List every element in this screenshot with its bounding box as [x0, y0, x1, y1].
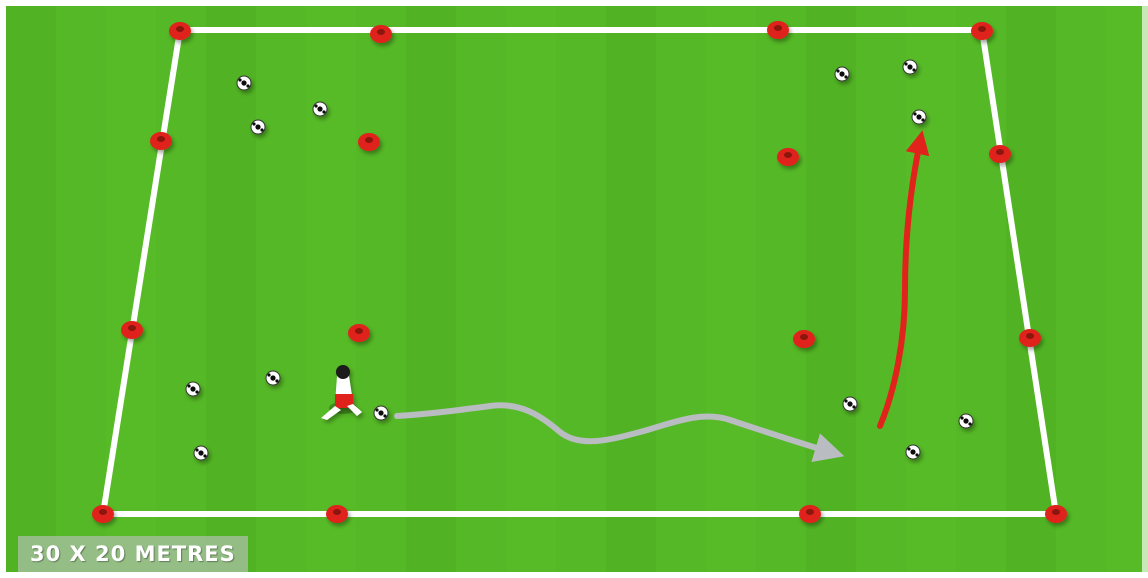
grass-stripe	[406, 6, 456, 572]
ball	[959, 414, 973, 428]
grass-stripe	[1106, 6, 1148, 572]
cone	[1045, 505, 1067, 523]
grass-stripe	[1006, 6, 1056, 572]
ball	[313, 102, 327, 116]
ball	[194, 446, 208, 460]
ball	[251, 120, 265, 134]
ball	[266, 371, 280, 385]
grass-stripe	[806, 6, 856, 572]
grass-stripe	[606, 6, 656, 572]
grass-stripe	[6, 6, 56, 572]
cone	[326, 505, 348, 523]
cone	[971, 22, 993, 40]
cone	[1019, 329, 1041, 347]
cone	[169, 22, 191, 40]
cone	[777, 148, 799, 166]
grass-stripe	[506, 6, 556, 572]
ball	[186, 382, 200, 396]
grass-stripe	[706, 6, 756, 572]
cone	[92, 505, 114, 523]
cone	[370, 25, 392, 43]
cone	[348, 324, 370, 342]
cone	[150, 132, 172, 150]
cone	[358, 133, 380, 151]
cone	[121, 321, 143, 339]
grass-stripe	[206, 6, 256, 572]
cone	[799, 505, 821, 523]
cone	[767, 21, 789, 39]
ball	[843, 397, 857, 411]
ball	[906, 445, 920, 459]
ball	[912, 110, 926, 124]
dimensions-label: 30 X 20 METRES	[18, 536, 248, 572]
ball	[903, 60, 917, 74]
cone	[989, 145, 1011, 163]
grass-stripe	[906, 6, 956, 572]
ball	[237, 76, 251, 90]
ball	[835, 67, 849, 81]
grass-background	[6, 6, 1142, 572]
cone	[793, 330, 815, 348]
ball	[374, 406, 388, 420]
grass-stripe	[306, 6, 356, 572]
grass-stripe	[106, 6, 156, 572]
